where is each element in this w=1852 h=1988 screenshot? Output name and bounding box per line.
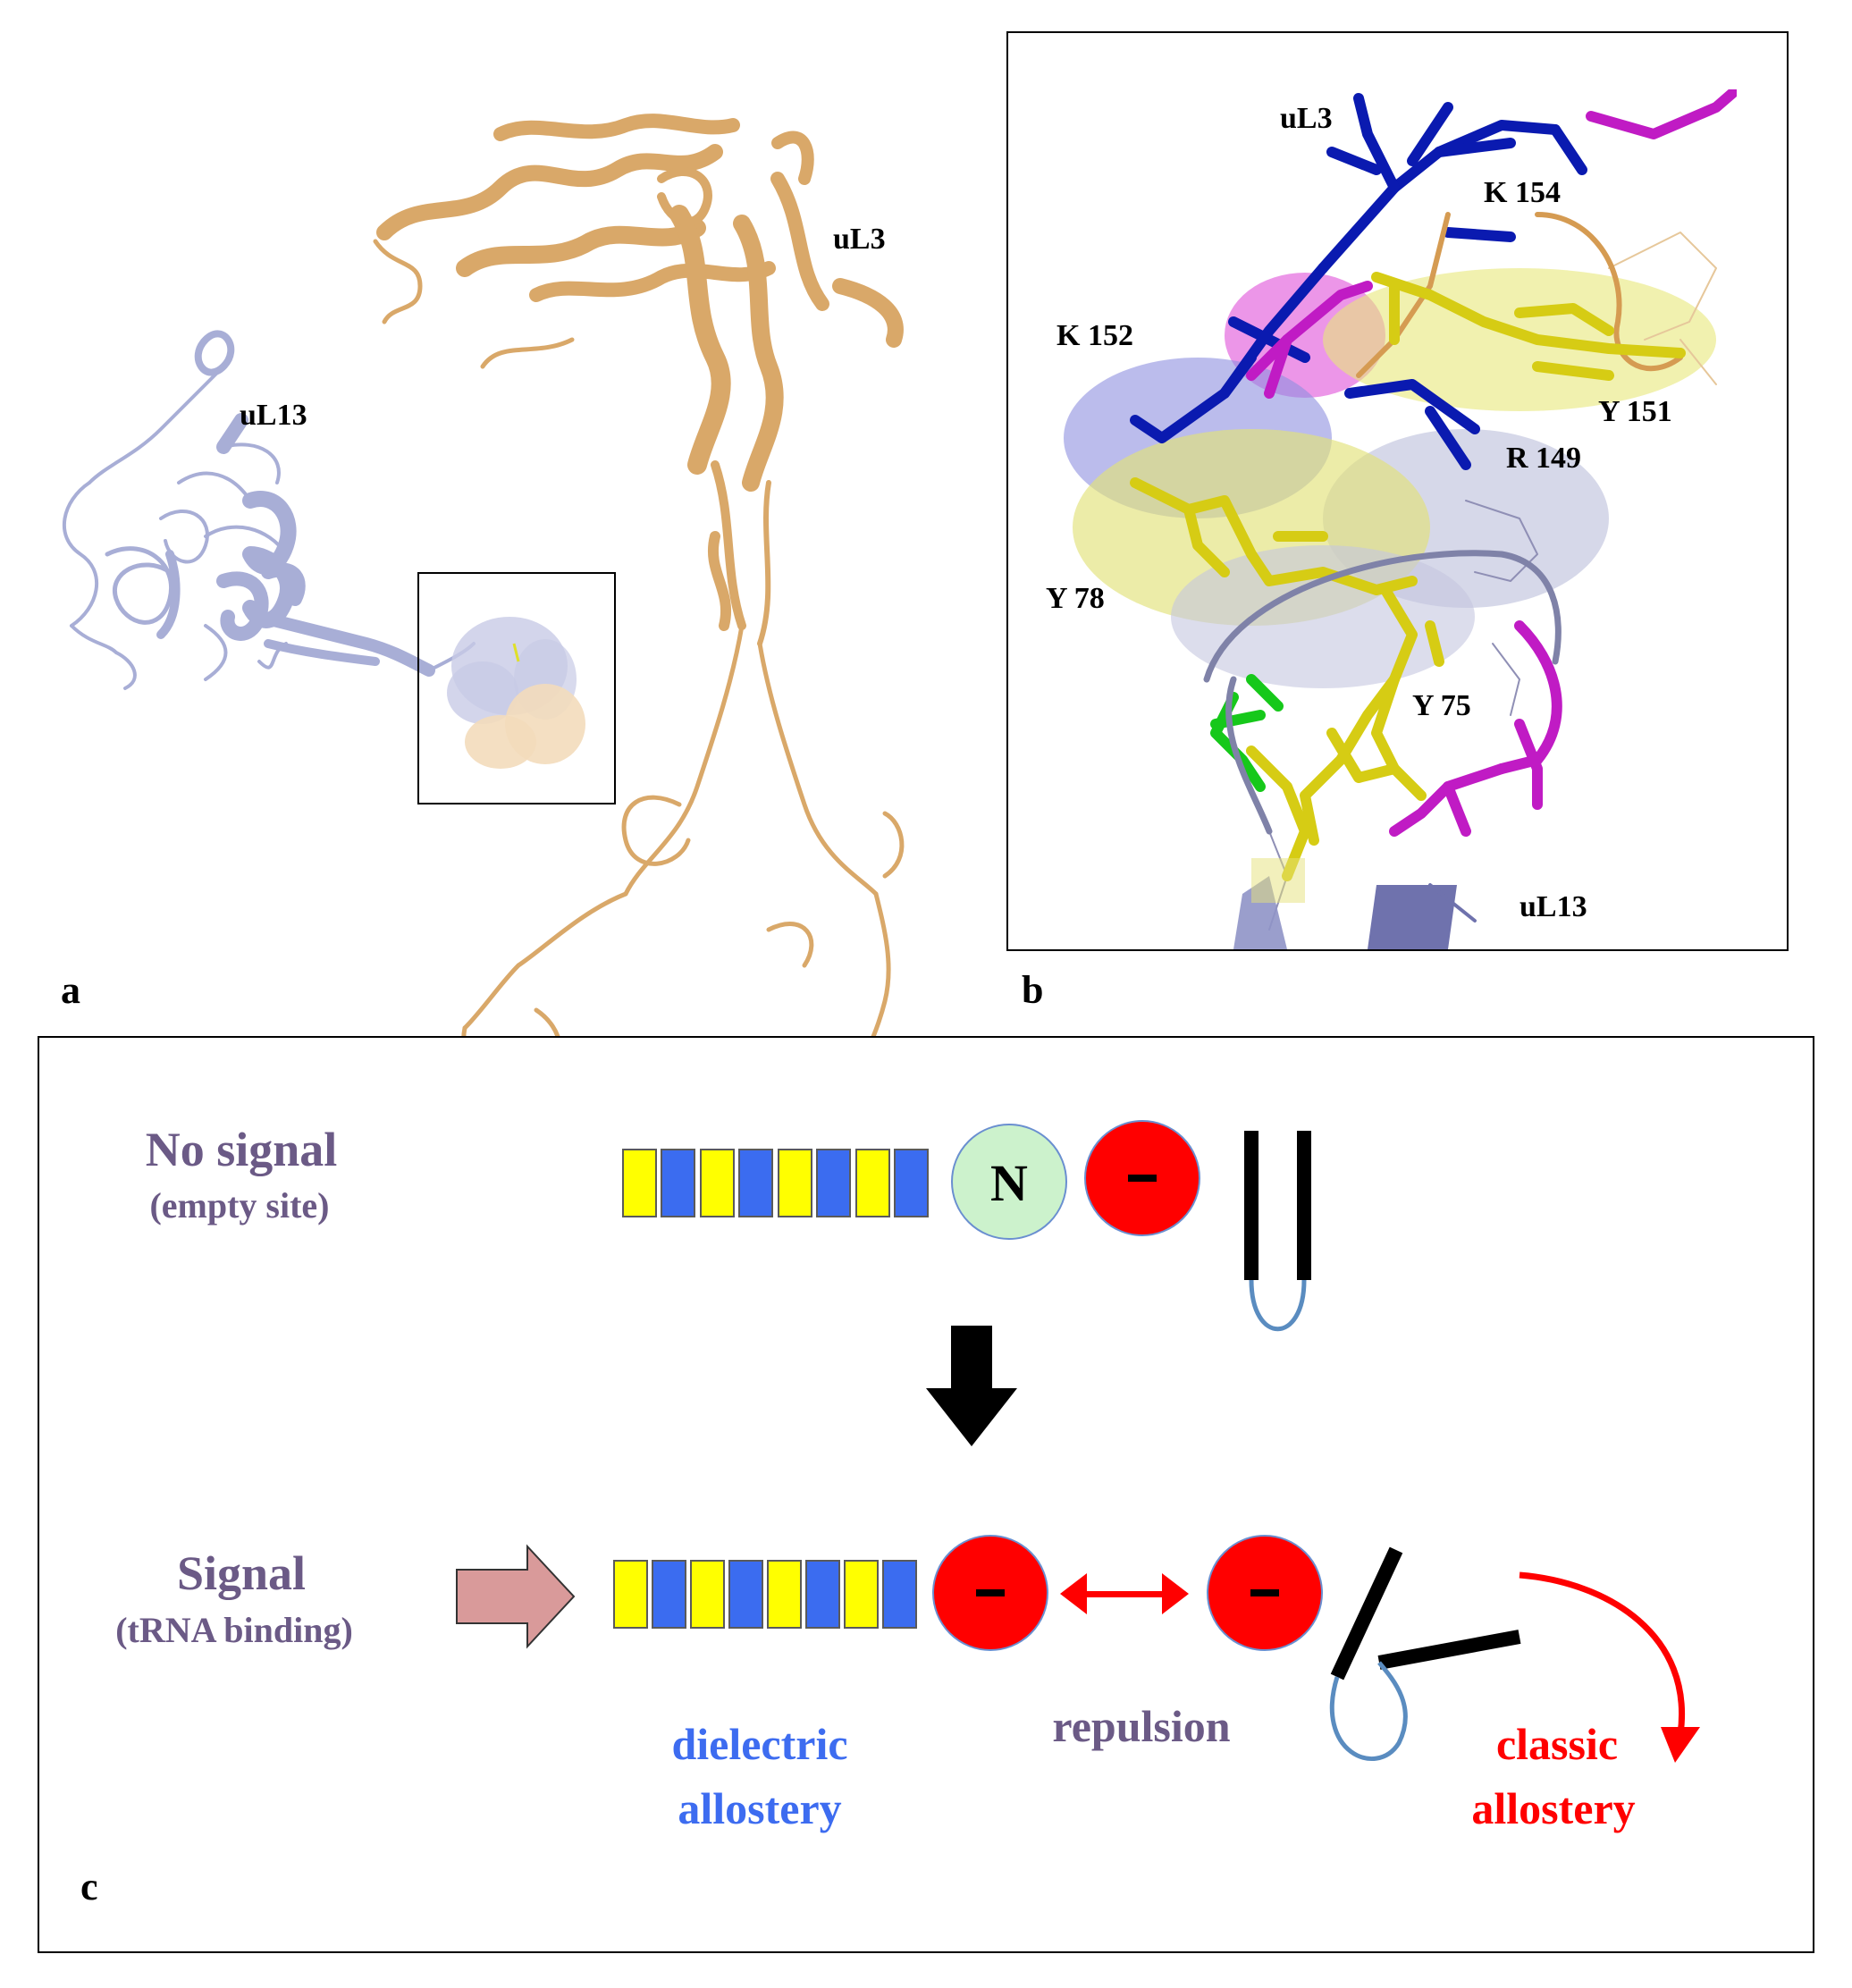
panel-b: uL3 K 154 K 152 Y 151 R 149 Y 78 Y 75 uL… [1006, 31, 1789, 1012]
classic-label-line1: classic [1496, 1719, 1618, 1769]
dielectric-label-line1: dielectric [671, 1719, 847, 1769]
negative-charge-circle-right [1207, 1535, 1323, 1651]
label-y75: Y 75 [1412, 689, 1471, 722]
panel-letter-c: c [80, 1865, 98, 1908]
panel-c: No signal (empty site) N Sig [38, 1036, 1814, 1953]
label-ul13-a: uL13 [240, 399, 307, 432]
hairpin-open [1329, 1546, 1521, 1761]
label-ul3-b: uL3 [1280, 102, 1333, 135]
negative-charge-circle-left [932, 1535, 1048, 1651]
dielectric-label-line2: allostery [678, 1783, 841, 1833]
label-y78: Y 78 [1046, 582, 1105, 615]
stripe-bar-bottom [613, 1560, 917, 1629]
label-k152: K 152 [1056, 319, 1133, 352]
repulsion-double-arrow [1060, 1573, 1189, 1614]
ul13-protein-structure [63, 330, 476, 690]
panel-b-structure [1064, 89, 1737, 949]
no-signal-title: No signal [146, 1123, 338, 1176]
no-signal-subtitle: (empty site) [149, 1185, 329, 1226]
ul3-protein-structure [373, 114, 905, 1183]
label-y151: Y 151 [1598, 395, 1672, 428]
negative-charge-circle-top [1084, 1120, 1200, 1236]
repulsion-label: repulsion [1052, 1701, 1230, 1751]
label-k154: K 154 [1484, 176, 1561, 209]
stripe-bar-top [622, 1149, 929, 1217]
signal-title: Signal [177, 1546, 306, 1600]
label-ul3-a: uL3 [833, 223, 886, 256]
signal-subtitle: (tRNA binding) [115, 1610, 353, 1650]
signal-input-arrow [456, 1544, 576, 1649]
label-ul13-b: uL13 [1519, 890, 1587, 923]
zoom-box [417, 572, 616, 804]
classic-label-line2: allostery [1471, 1783, 1635, 1833]
panel-a: uL3 uL13 a [61, 114, 905, 1183]
neutral-charge-circle: N [951, 1124, 1067, 1240]
panel-letter-a: a [61, 968, 80, 1012]
interface-surface [447, 617, 585, 769]
panel-letter-b: b [1022, 968, 1043, 1012]
hairpin-closed [1244, 1131, 1311, 1332]
transition-down-arrow [926, 1326, 1017, 1446]
neutral-symbol: N [990, 1154, 1028, 1212]
classic-allostery-arrow [1519, 1571, 1700, 1763]
label-r149: R 149 [1506, 442, 1581, 475]
